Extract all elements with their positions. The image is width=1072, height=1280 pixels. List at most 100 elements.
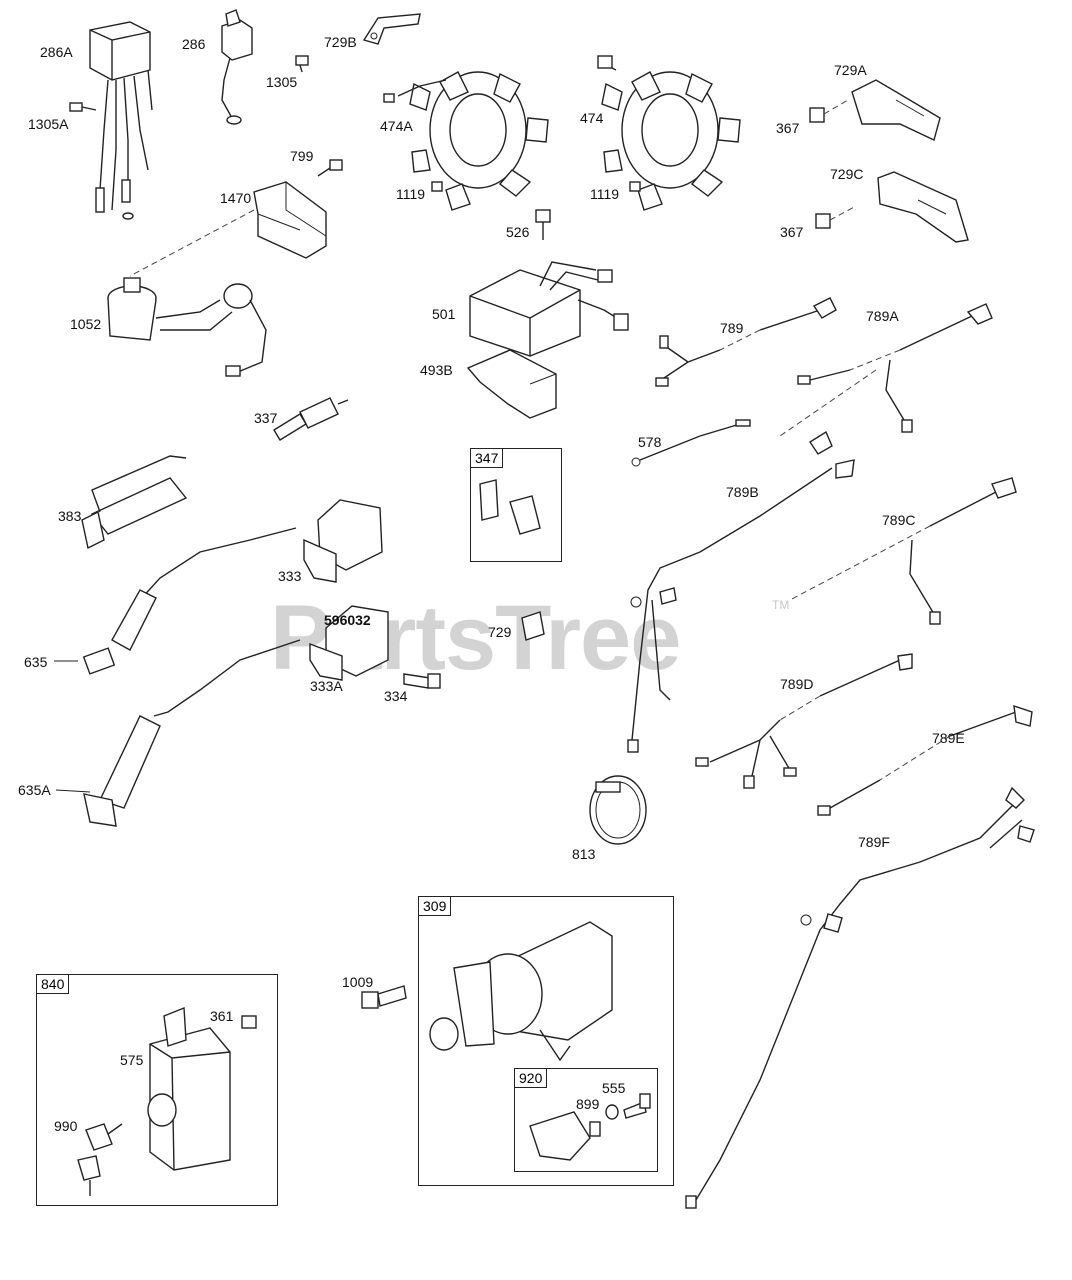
part-729c-bracket[interactable] <box>877 171 969 243</box>
part-729b-clip[interactable] <box>362 13 421 45</box>
kit-tag-309[interactable]: 309 <box>418 896 452 916</box>
part-1305a-screw[interactable] <box>69 102 97 112</box>
label-361[interactable]: 361 <box>210 1008 234 1024</box>
label-729c[interactable]: 729C <box>830 166 864 182</box>
part-635-spark-boot[interactable] <box>82 589 157 675</box>
label-367-b[interactable]: 367 <box>780 224 804 240</box>
part-1119-screw-a[interactable] <box>431 181 443 192</box>
kit-box-309: 309 <box>418 896 674 1186</box>
label-1009[interactable]: 1009 <box>342 974 374 990</box>
label-789a[interactable]: 789A <box>866 308 899 324</box>
part-1305-screw[interactable] <box>295 55 309 73</box>
part-575-key-switch-panel[interactable] <box>147 1006 231 1171</box>
label-474[interactable]: 474 <box>580 110 604 126</box>
part-1119-screw-b[interactable] <box>629 181 641 192</box>
part-474-stator[interactable] <box>597 55 741 211</box>
label-286[interactable]: 286 <box>182 36 206 52</box>
part-789c-harness[interactable] <box>789 477 1017 625</box>
part-789e-harness[interactable] <box>817 704 1033 816</box>
label-493b[interactable]: 493B <box>420 362 453 378</box>
label-596032[interactable]: 596032 <box>324 612 371 628</box>
label-333a[interactable]: 333A <box>310 678 343 694</box>
kit-tag-840[interactable]: 840 <box>36 974 70 994</box>
label-789f[interactable]: 789F <box>858 834 890 850</box>
label-526[interactable]: 526 <box>506 224 530 240</box>
part-789a-harness[interactable] <box>779 303 993 437</box>
part-309-starter-motor[interactable] <box>429 921 613 1062</box>
part-334-screw[interactable] <box>403 673 441 689</box>
part-383-tool[interactable] <box>81 455 188 550</box>
label-813[interactable]: 813 <box>572 846 596 862</box>
label-383[interactable]: 383 <box>58 508 82 524</box>
part-367-screw-a[interactable] <box>809 99 849 123</box>
part-990-ignition-keys[interactable] <box>77 1123 123 1196</box>
part-789b-harness[interactable] <box>627 430 855 753</box>
part-789-harness[interactable] <box>655 297 837 387</box>
label-1305a[interactable]: 1305A <box>28 116 69 132</box>
label-474a[interactable]: 474A <box>380 118 413 134</box>
part-635a-spark-boot[interactable] <box>83 715 161 827</box>
part-1009-bolt[interactable] <box>361 985 407 1009</box>
label-1052[interactable]: 1052 <box>70 316 102 332</box>
label-635a[interactable]: 635A <box>18 782 51 798</box>
part-813-hose-clamp[interactable] <box>589 775 647 845</box>
part-474a-stator[interactable] <box>383 71 549 211</box>
part-578-wire[interactable] <box>631 419 751 467</box>
part-286a-module[interactable] <box>89 21 153 220</box>
label-789c[interactable]: 789C <box>882 512 916 528</box>
label-578[interactable]: 578 <box>638 434 662 450</box>
label-333[interactable]: 333 <box>278 568 302 584</box>
label-789[interactable]: 789 <box>720 320 744 336</box>
label-1470[interactable]: 1470 <box>220 190 252 206</box>
part-1052-switch[interactable] <box>107 277 267 377</box>
label-789b[interactable]: 789B <box>726 484 759 500</box>
part-920-solenoid[interactable] <box>529 1111 601 1161</box>
part-799-screw[interactable] <box>317 159 343 177</box>
part-286-module[interactable] <box>221 9 253 125</box>
label-729b[interactable]: 729B <box>324 34 357 50</box>
label-729a[interactable]: 729A <box>834 62 867 78</box>
part-337-spark-plug[interactable] <box>273 397 349 441</box>
kit-box-920: 920 <box>514 1068 658 1172</box>
part-501-regulator[interactable] <box>469 261 629 357</box>
label-286a[interactable]: 286A <box>40 44 73 60</box>
kit-tag-347[interactable]: 347 <box>470 448 504 468</box>
part-729-clip[interactable] <box>521 611 545 641</box>
part-493b-bracket[interactable] <box>466 349 557 419</box>
label-501[interactable]: 501 <box>432 306 456 322</box>
label-367-a[interactable]: 367 <box>776 120 800 136</box>
label-575[interactable]: 575 <box>120 1052 144 1068</box>
part-899-washer[interactable] <box>605 1104 619 1120</box>
part-526-screw[interactable] <box>535 209 551 240</box>
part-729a-bracket[interactable] <box>851 79 941 141</box>
kit-box-347: 347 <box>470 448 562 562</box>
part-333a-ignition-coil[interactable] <box>153 605 389 717</box>
label-729[interactable]: 729 <box>488 624 512 640</box>
part-789f-harness[interactable] <box>685 786 1035 1209</box>
part-347-rocker-switch[interactable] <box>479 479 541 535</box>
label-789e[interactable]: 789E <box>932 730 965 746</box>
label-334[interactable]: 334 <box>384 688 408 704</box>
part-367-screw-b[interactable] <box>815 205 857 229</box>
label-789d[interactable]: 789D <box>780 676 814 692</box>
label-1305[interactable]: 1305 <box>266 74 298 90</box>
label-635[interactable]: 635 <box>24 654 48 670</box>
label-337[interactable]: 337 <box>254 410 278 426</box>
watermark-trademark: TM <box>772 598 790 612</box>
part-789d-harness[interactable] <box>695 653 913 789</box>
part-555-screw[interactable] <box>623 1093 651 1119</box>
part-333-ignition-coil[interactable] <box>139 499 383 601</box>
part-1470-bracket[interactable] <box>129 181 327 277</box>
part-361-screw[interactable] <box>241 1015 257 1029</box>
label-899[interactable]: 899 <box>576 1096 600 1112</box>
label-1119-b[interactable]: 1119 <box>590 186 620 202</box>
label-799[interactable]: 799 <box>290 148 314 164</box>
kit-tag-920[interactable]: 920 <box>514 1068 548 1088</box>
label-1119-a[interactable]: 1119 <box>396 186 426 202</box>
kit-box-840: 840 <box>36 974 278 1206</box>
label-555[interactable]: 555 <box>602 1080 626 1096</box>
label-990[interactable]: 990 <box>54 1118 78 1134</box>
